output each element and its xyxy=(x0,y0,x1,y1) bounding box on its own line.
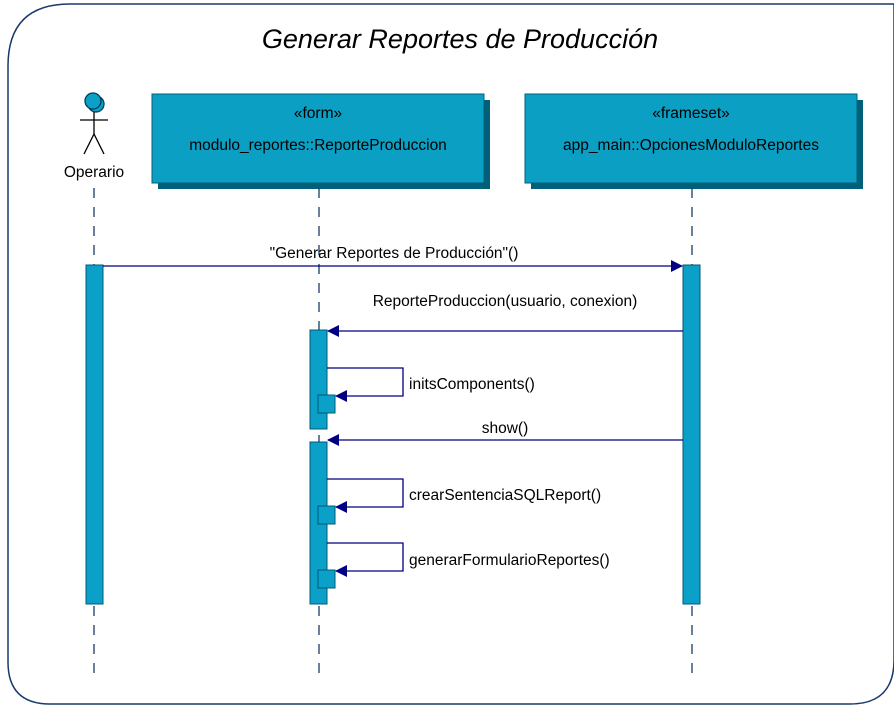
activation-bar xyxy=(85,264,104,605)
self-call-activation xyxy=(317,394,336,414)
message-label: "Generar Reportes de Producción"() xyxy=(270,245,519,262)
message-label: show() xyxy=(482,420,529,437)
object-box-opciones-modulo-reportes xyxy=(524,93,858,184)
diagram-title: Generar Reportes de Producción xyxy=(262,24,658,54)
object-box-reporte-produccion xyxy=(151,93,485,184)
object-stereotype: «form» xyxy=(294,105,342,122)
activation-bar xyxy=(309,329,328,430)
activation-bar xyxy=(682,264,701,605)
message-label: generarFormularioReportes() xyxy=(409,552,610,569)
stick-figure-icon xyxy=(80,92,108,155)
self-call-activation xyxy=(317,505,336,525)
message-label: ReporteProduccion(usuario, conexion) xyxy=(373,293,638,310)
message-label: crearSentenciaSQLReport() xyxy=(409,487,601,504)
object-name: modulo_reportes::ReporteProduccion xyxy=(189,137,447,154)
self-message-arrow xyxy=(327,478,404,513)
object-name: app_main::OpcionesModuloReportes xyxy=(563,137,819,154)
actor-name: Operario xyxy=(64,164,124,181)
self-call-activation xyxy=(317,569,336,589)
self-message-arrow xyxy=(327,367,404,402)
self-message-arrow xyxy=(327,542,404,577)
message-label: initsComponents() xyxy=(409,376,535,393)
object-stereotype: «frameset» xyxy=(652,105,730,122)
